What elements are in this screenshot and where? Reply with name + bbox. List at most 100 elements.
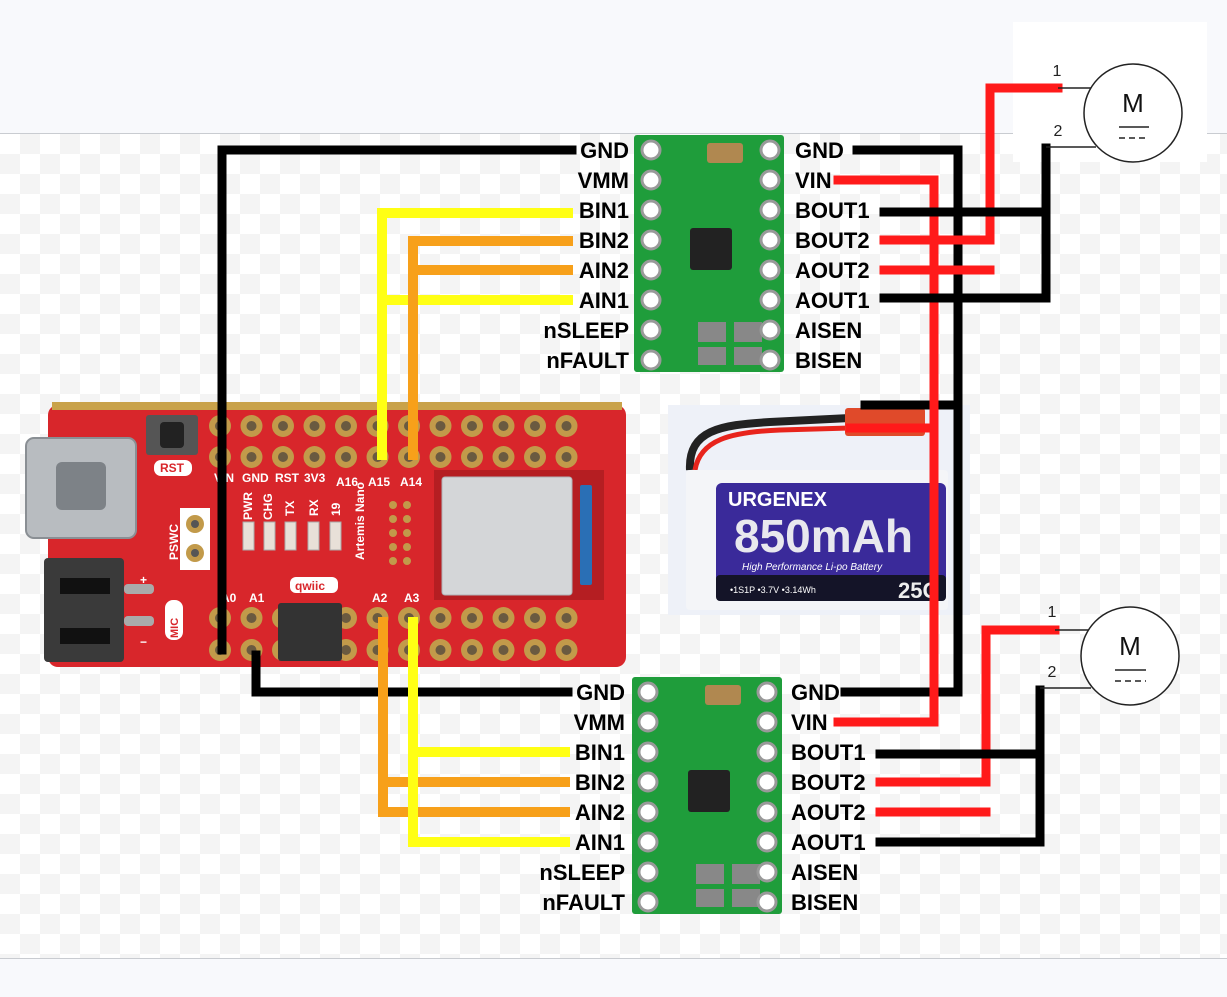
bottom-left-pin-ain2: AIN2 [575,800,625,825]
via [403,515,411,523]
driver-pin-hole [759,259,781,281]
bottom-right-pin-vin: VIN [791,710,828,735]
header-pin-top-row1-hole [309,421,320,431]
pin-label-a16: A16 [336,475,358,489]
pin-label-a3: A3 [404,591,420,605]
reset-label-badge [154,460,192,476]
driver-pin-hole [640,319,662,341]
via [389,529,397,537]
wires [217,83,1063,847]
wire-gnd-bottom-driver [251,650,573,697]
driver-pin-hole [759,319,781,341]
qwiic-connector [278,603,342,661]
bottom-left-pin-ain1: AIN1 [575,830,625,855]
motor-2-pin-2: 2 [1048,664,1057,681]
bottom-right-pin-aisen: AISEN [791,860,858,885]
via-grid [389,501,411,565]
wire-aout1-bottom-motor [875,685,1045,847]
pin-label-3v3: 3V3 [304,471,326,485]
header-pin-top-row2-hole [561,452,572,462]
via [403,501,411,509]
wire-bin2-top [408,236,573,460]
top-right-pin-gnd: GND [795,138,844,163]
pin-label-gnd: GND [242,471,269,485]
pin-label-a2: A2 [372,591,388,605]
top-left-pin-vmm: VMM [578,168,629,193]
battery-capacity: 850mAh [734,510,913,562]
driver-pin-hole [640,169,662,191]
plus-label: + [140,573,147,587]
bottom-left-pin-bin2: BIN2 [575,770,625,795]
bottom-right-pin-aout2: AOUT2 [791,800,866,825]
header-pin-bottom-row2-hole [435,645,446,655]
header-pin-top-row2-hole [246,452,257,462]
header-pin-top-row1-hole [467,421,477,431]
header-pin-bottom-row1-hole [341,613,351,623]
driver-pin-hole [756,771,778,793]
wire-ain1-bottom [408,617,570,847]
motor-driver-bottom [632,677,782,914]
wire-bin1-top [377,208,573,460]
top-left-pin-bin2: BIN2 [579,228,629,253]
header-pin-top-row1-hole [246,421,257,431]
reset-label: RST [160,461,185,475]
driver-pin-hole [759,199,781,221]
driver-pin-hole [637,741,659,763]
qwiic-label: qwiic [295,579,325,593]
driver-pin-hole [759,289,781,311]
motor-1-pin-2: 2 [1054,123,1063,140]
bottom-right-pin-aout1: AOUT1 [791,830,866,855]
via [389,515,397,523]
bottom-right-pin-bout2: BOUT2 [791,770,866,795]
battery-tagline: High Performance Li-po Battery [742,562,883,573]
header-pin-top-row2-hole [309,452,320,462]
bottom-left-pin-gnd: GND [576,680,625,705]
header-pin-bottom-row1-hole [530,613,540,623]
driver-top-left-labels: GND VMM BIN1 BIN2 AIN2 AIN1 nSLEEP nFAUL… [543,138,629,373]
via [403,543,411,551]
driver-pin-hole [637,801,659,823]
led-label-pwr: PWR [241,492,255,520]
driver-pin-hole [640,139,662,161]
motor-2-pin-1: 1 [1048,604,1057,621]
header-pin-top-row1-hole [278,421,288,431]
header-pin-bottom-row2-hole [530,645,540,655]
header-pin-top-row2-hole [530,452,540,462]
header-pin-bottom-row1-hole [498,613,509,623]
motor-1-pin-1: 1 [1053,63,1062,80]
header-pin-bottom-row1-hole [435,613,446,623]
driver-pin-hole [759,139,781,161]
bottom-left-pin-nsleep: nSLEEP [539,860,625,885]
pin-label-a1: A1 [249,591,265,605]
led-label-chg: CHG [261,493,275,520]
bottom-right-pin-bout1: BOUT1 [791,740,866,765]
driver-pin-hole [637,861,659,883]
driver-pin-hole [759,169,781,191]
header-pin-top-row1-hole [498,421,509,431]
driver-pin-holes [637,139,781,913]
via [403,557,411,565]
top-left-pin-ain1: AIN1 [579,288,629,313]
top-left-pin-bin1: BIN1 [579,198,629,223]
pswc-label: PSWC [167,524,181,560]
top-right-pin-bisen: BISEN [795,348,862,373]
driver-pin-hole [756,801,778,823]
bottom-right-pin-gnd: GND [791,680,840,705]
artemis-nano-board: RST + − PSWC MIC VIN GND RST 3V3 A16 A15… [25,402,626,667]
via [389,501,397,509]
driver-pin-hole [759,229,781,251]
battery-specs: •1S1P •3.7V •3.14Wh [730,585,816,595]
header-pin-top-row2-hole [467,452,477,462]
antenna [580,485,592,585]
driver-pin-hole [637,771,659,793]
battery-brand: URGENEX [728,489,828,511]
via [389,543,397,551]
header-pin-bottom-row2-hole [498,645,509,655]
top-right-pin-bout1: BOUT1 [795,198,870,223]
motor-1: M 1 2 [1046,63,1183,163]
pin-label-a14: A14 [400,475,422,489]
header-pin-top-row1-hole [341,421,351,431]
header-pin-bottom-row2-hole [561,645,572,655]
wire-bout2-bottom-motor [875,625,1060,787]
